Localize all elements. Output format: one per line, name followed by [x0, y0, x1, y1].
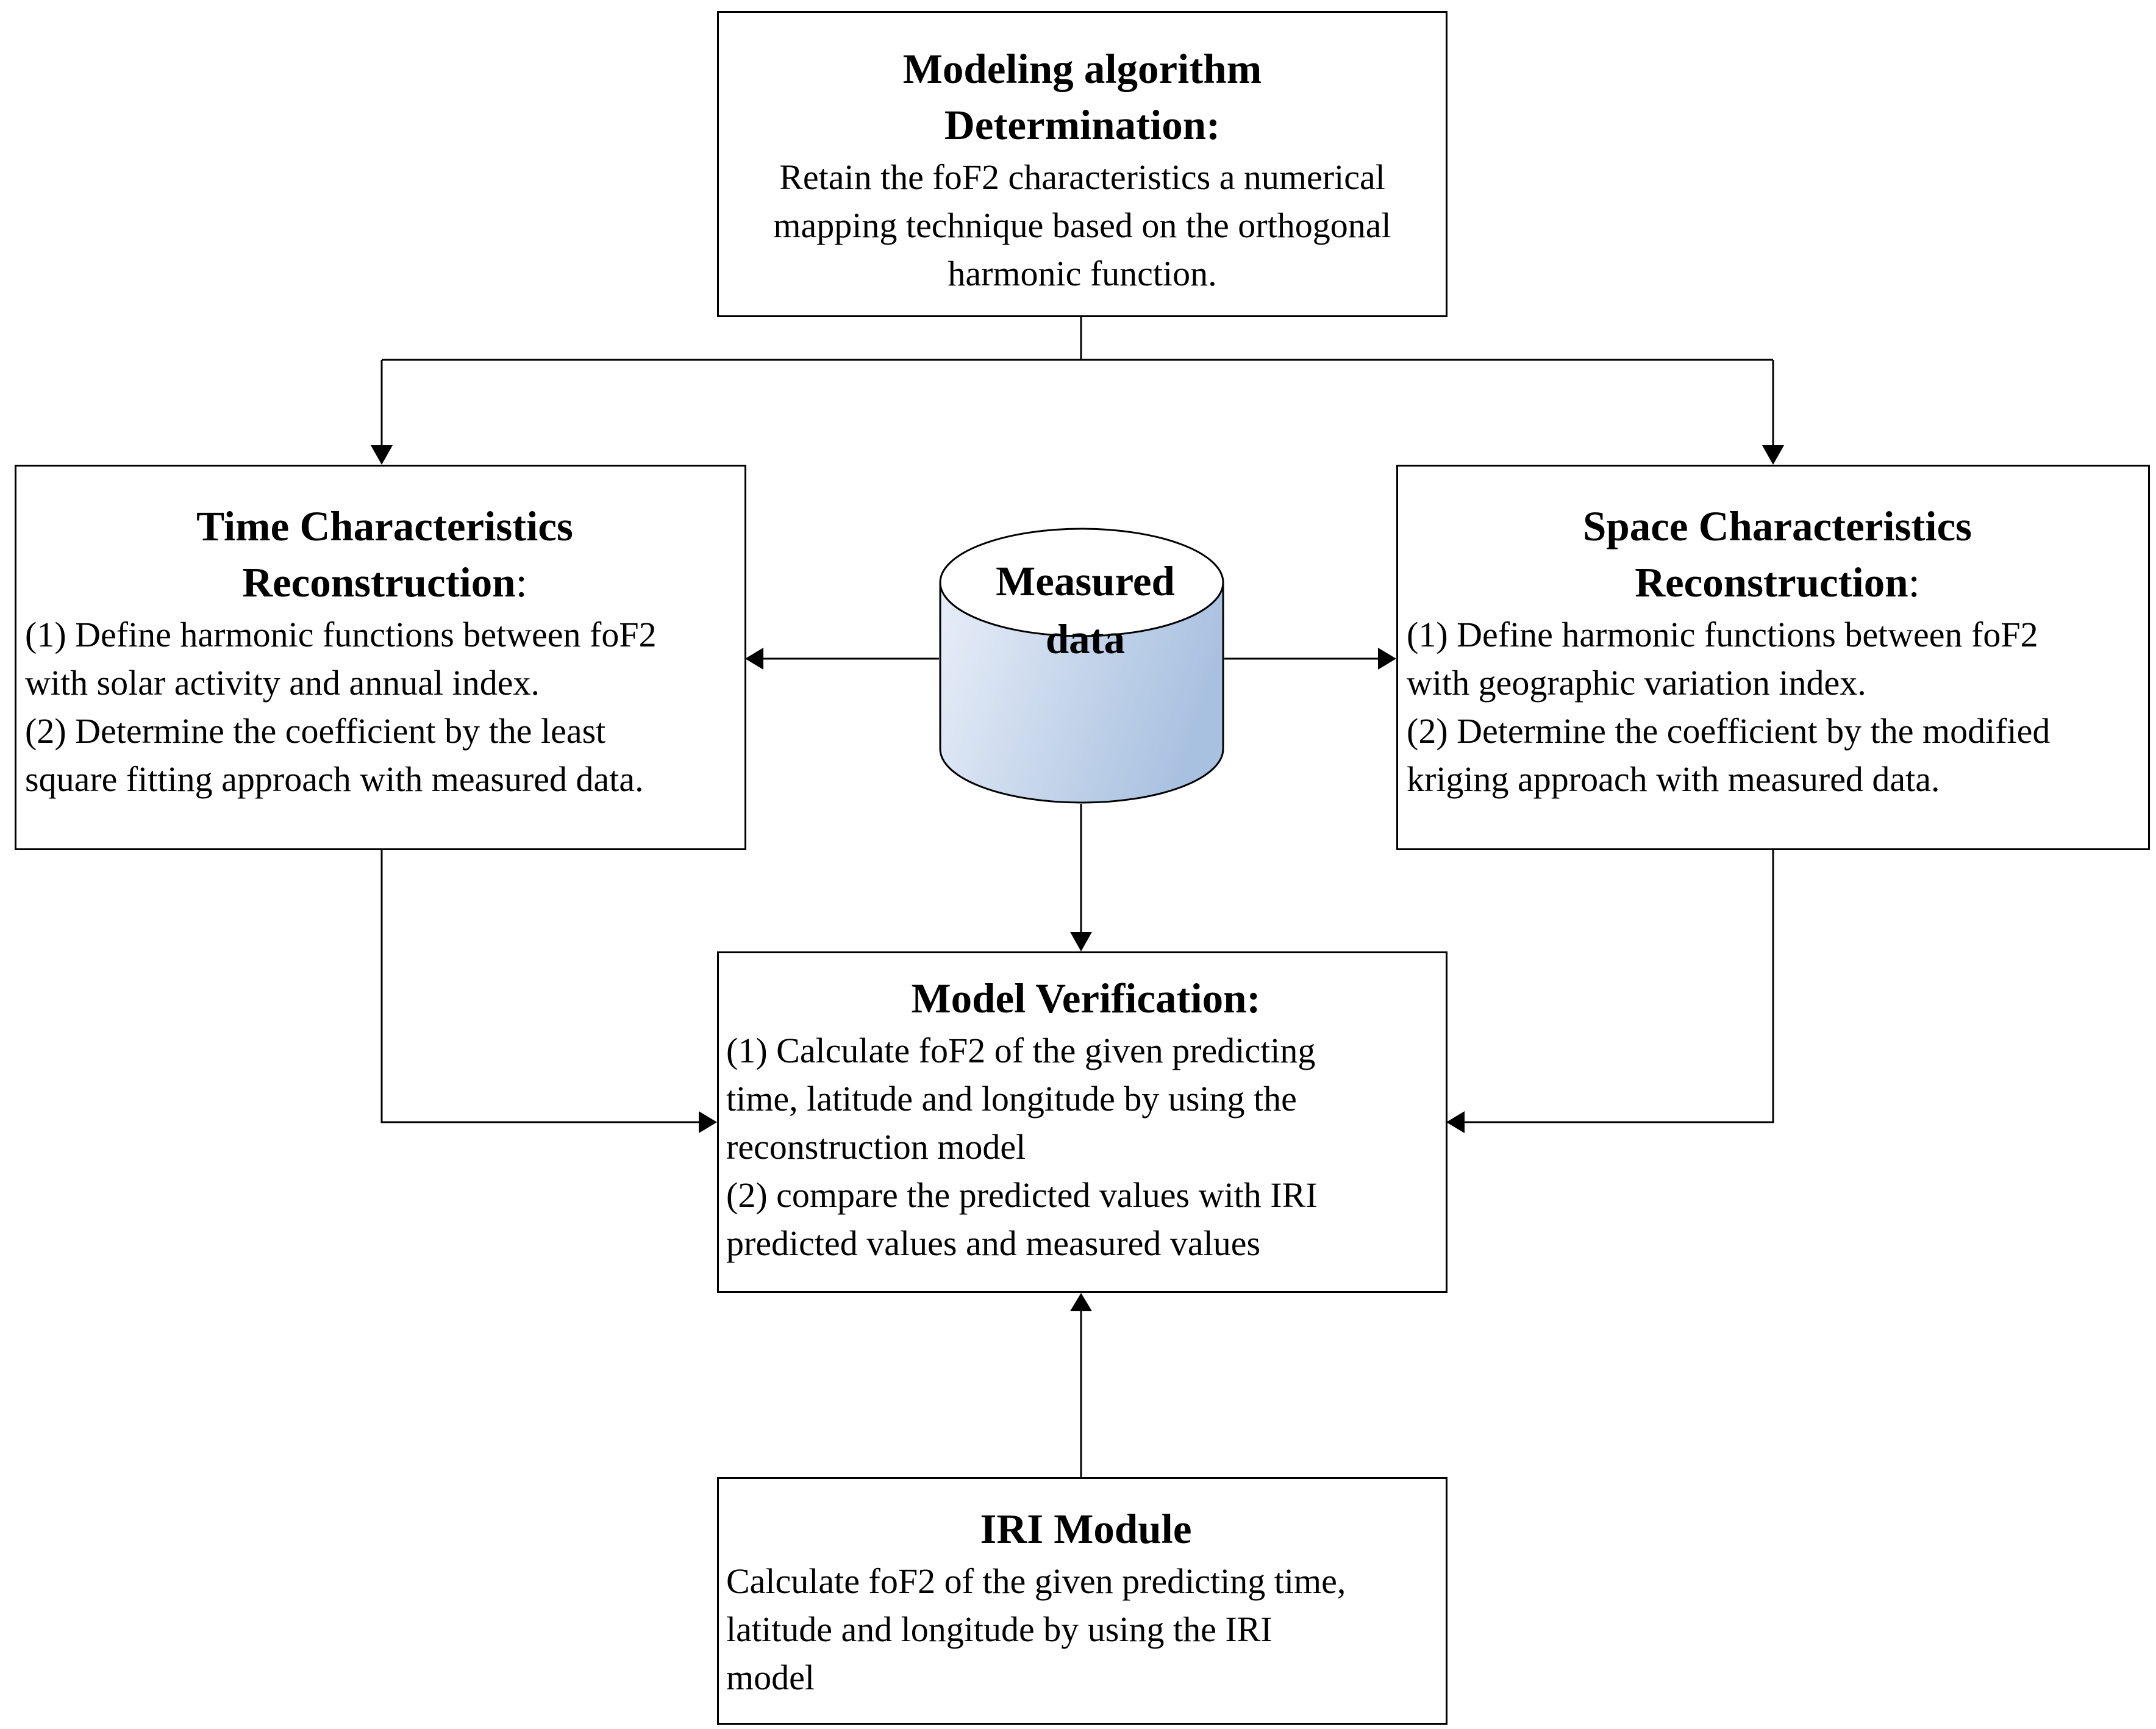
time-body-line: square fitting approach with measured da…	[25, 759, 644, 799]
modeling-body-line: mapping technique based on the orthogona…	[773, 206, 1391, 245]
verification-body-line: time, latitude and longitude by using th…	[726, 1079, 1297, 1119]
database-cylinder	[939, 528, 1224, 804]
arrow-db-to-verification	[1070, 804, 1092, 951]
space-title-line-2: Reconstruction:	[1407, 554, 2148, 610]
modeling-title: Modeling algorithm Determination:	[719, 41, 1446, 153]
time-body-line: (2) Determine the coefficient by the lea…	[25, 711, 606, 751]
space-body-line: with geographic variation index.	[1407, 663, 1866, 703]
verification-body-line: (2) compare the predicted values with IR…	[726, 1175, 1318, 1215]
database-label-line: data	[1045, 616, 1126, 662]
database-top	[939, 528, 1224, 637]
space-body-line: kriging approach with measured data.	[1407, 759, 1940, 799]
arrow-iri-to-verification	[1070, 1293, 1092, 1477]
space-title-colon: :	[1908, 559, 1920, 606]
verification-body-line: (1) Calculate foF2 of the given predicti…	[726, 1031, 1316, 1070]
time-title-colon: :	[515, 559, 527, 606]
modeling-body-line: harmonic function.	[948, 254, 1217, 293]
time-title-line: Time Characteristics	[196, 503, 573, 549]
time-title-word: Reconstruction	[242, 559, 516, 606]
model-verification-box: Model Verification: (1) Calculate foF2 o…	[717, 951, 1447, 1293]
iri-body: Calculate foF2 of the given predicting t…	[726, 1557, 1446, 1702]
space-title-word: Reconstruction	[1635, 559, 1908, 606]
database-label-line: Measured	[996, 558, 1175, 604]
time-title: Time Characteristics Reconstruction:	[25, 498, 744, 610]
time-body-line: (1) Define harmonic functions between fo…	[25, 615, 657, 654]
verification-body: (1) Calculate foF2 of the given predicti…	[726, 1026, 1446, 1267]
space-body-line: (1) Define harmonic functions between fo…	[1407, 615, 2038, 654]
space-title-line: Space Characteristics	[1582, 503, 1972, 549]
time-title-line-2: Reconstruction:	[25, 554, 744, 610]
iri-module-box: IRI Module Calculate foF2 of the given p…	[717, 1477, 1447, 1725]
time-body: (1) Define harmonic functions between fo…	[25, 610, 744, 803]
space-body: (1) Define harmonic functions between fo…	[1407, 610, 2148, 803]
iri-body-line: model	[726, 1658, 815, 1697]
arrow-db-to-space	[1224, 648, 1396, 670]
arrow-db-to-time	[745, 648, 939, 670]
database-label: Measured data	[939, 553, 1232, 668]
iri-title: IRI Module	[980, 1506, 1192, 1552]
iri-body-line: Calculate foF2 of the given predicting t…	[726, 1561, 1346, 1601]
arrow-time-to-verification	[380, 850, 717, 1133]
space-characteristics-box: Space Characteristics Reconstruction: (1…	[1396, 465, 2150, 850]
modeling-body-line: Retain the foF2 characteristics a numeri…	[779, 157, 1385, 197]
modeling-body: Retain the foF2 characteristics a numeri…	[719, 153, 1446, 298]
verification-title: Model Verification:	[911, 975, 1261, 1022]
verification-body-line: reconstruction model	[726, 1127, 1026, 1167]
arrow-to-space-box	[1762, 360, 1784, 465]
space-body-line: (2) Determine the coefficient by the mod…	[1407, 711, 2051, 751]
space-title: Space Characteristics Reconstruction:	[1407, 498, 2148, 610]
arrow-to-time-box	[371, 360, 393, 465]
iri-body-line: latitude and longitude by using the IRI	[726, 1609, 1273, 1649]
time-body-line: with solar activity and annual index.	[25, 663, 540, 703]
modeling-title-line: Determination:	[944, 102, 1221, 148]
verification-body-line: predicted values and measured values	[726, 1223, 1261, 1263]
time-characteristics-box: Time Characteristics Reconstruction: (1)…	[15, 465, 746, 850]
modeling-algorithm-box: Modeling algorithm Determination: Retain…	[717, 11, 1447, 317]
arrow-space-to-verification	[1446, 850, 1774, 1133]
modeling-title-line: Modeling algorithm	[902, 46, 1262, 92]
database-body	[939, 581, 1224, 804]
